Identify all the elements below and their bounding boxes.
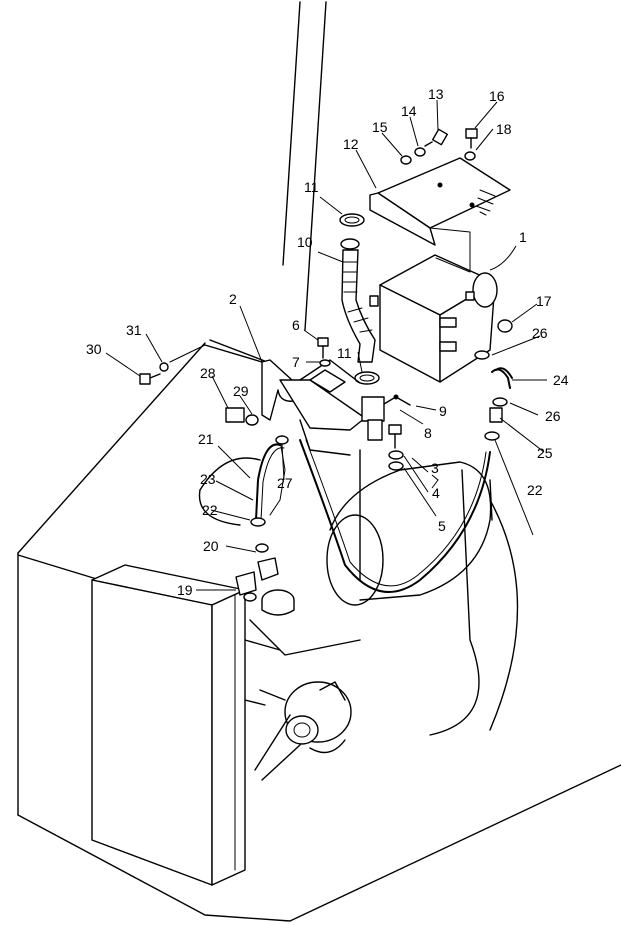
callout-21: 21	[198, 431, 214, 447]
washer-14	[414, 147, 426, 157]
bolt-13	[424, 128, 449, 147]
bolt-30	[139, 373, 161, 385]
callout-12: 12	[343, 136, 359, 152]
callout-11-upper: 11	[304, 179, 319, 195]
hose-adapter-25	[489, 407, 503, 423]
fitting-19	[235, 571, 257, 602]
callout-11-lower: 11	[337, 345, 352, 361]
callout-25: 25	[537, 445, 553, 461]
elbow-20	[255, 543, 279, 581]
washer-18	[464, 151, 476, 161]
callout-7: 7	[292, 354, 300, 370]
cock-valve-28	[225, 407, 259, 426]
hose-clamp-lower	[354, 371, 380, 385]
nut-17	[497, 319, 513, 333]
bolt-6	[317, 337, 329, 359]
callout-26-upper: 26	[532, 325, 548, 341]
callout-8: 8	[424, 425, 432, 441]
callout-3: 3	[431, 460, 439, 476]
cover-plate	[369, 157, 511, 271]
hose-clamp-27	[275, 435, 289, 445]
leader-lines	[105, 99, 547, 591]
washer-7	[319, 359, 331, 367]
washer-31	[159, 362, 169, 372]
hose-clamp-22-right	[484, 431, 500, 441]
washer-5	[388, 461, 404, 471]
callout-2: 2	[229, 291, 237, 307]
callout-5: 5	[438, 518, 446, 534]
callout-27: 27	[277, 475, 293, 491]
duct-hose	[340, 238, 376, 363]
mounting-bracket	[204, 344, 366, 456]
callout-31: 31	[126, 322, 142, 338]
callout-15: 15	[372, 119, 388, 135]
callout-19: 19	[177, 582, 193, 598]
hose-clamp-22-left	[250, 517, 266, 527]
washer-4	[388, 450, 404, 460]
callout-24: 24	[553, 372, 569, 388]
bolt-3	[388, 424, 402, 449]
callout-9: 9	[439, 403, 447, 419]
callout-labels: 1 2 3 4 5 6 7 8 9 10 11 11 12 13 14 15 1…	[86, 86, 569, 598]
hose-24	[491, 367, 513, 389]
callout-4: 4	[432, 485, 440, 501]
callout-22-right: 22	[527, 482, 543, 498]
washer-15	[400, 155, 412, 165]
callout-16: 16	[489, 88, 505, 104]
callout-17: 17	[536, 293, 552, 309]
callout-28: 28	[200, 365, 216, 381]
callout-29: 29	[233, 383, 249, 399]
water-valve	[361, 396, 395, 441]
callout-26-lower: 26	[545, 408, 561, 424]
hose-clamp-upper	[339, 213, 365, 227]
cab-frame	[17, 1, 621, 922]
callout-30: 30	[86, 341, 102, 357]
water-hose-long	[299, 439, 491, 593]
hose-clamp-26	[474, 350, 508, 407]
callout-13: 13	[428, 86, 444, 102]
heater-unit	[369, 254, 498, 383]
radiator-unit	[91, 564, 281, 886]
callout-6: 6	[292, 317, 300, 333]
pulley-assembly	[254, 681, 352, 781]
callout-14: 14	[401, 103, 417, 119]
tank-cylinder	[198, 457, 492, 656]
callout-18: 18	[496, 121, 512, 137]
callout-1: 1	[519, 229, 527, 245]
callout-23: 23	[200, 471, 216, 487]
filler-cap	[261, 589, 295, 616]
callout-20: 20	[203, 538, 219, 554]
callout-10: 10	[297, 234, 313, 250]
screw-9	[393, 394, 411, 406]
callout-22-left: 22	[202, 502, 218, 518]
bolt-16	[465, 128, 478, 149]
